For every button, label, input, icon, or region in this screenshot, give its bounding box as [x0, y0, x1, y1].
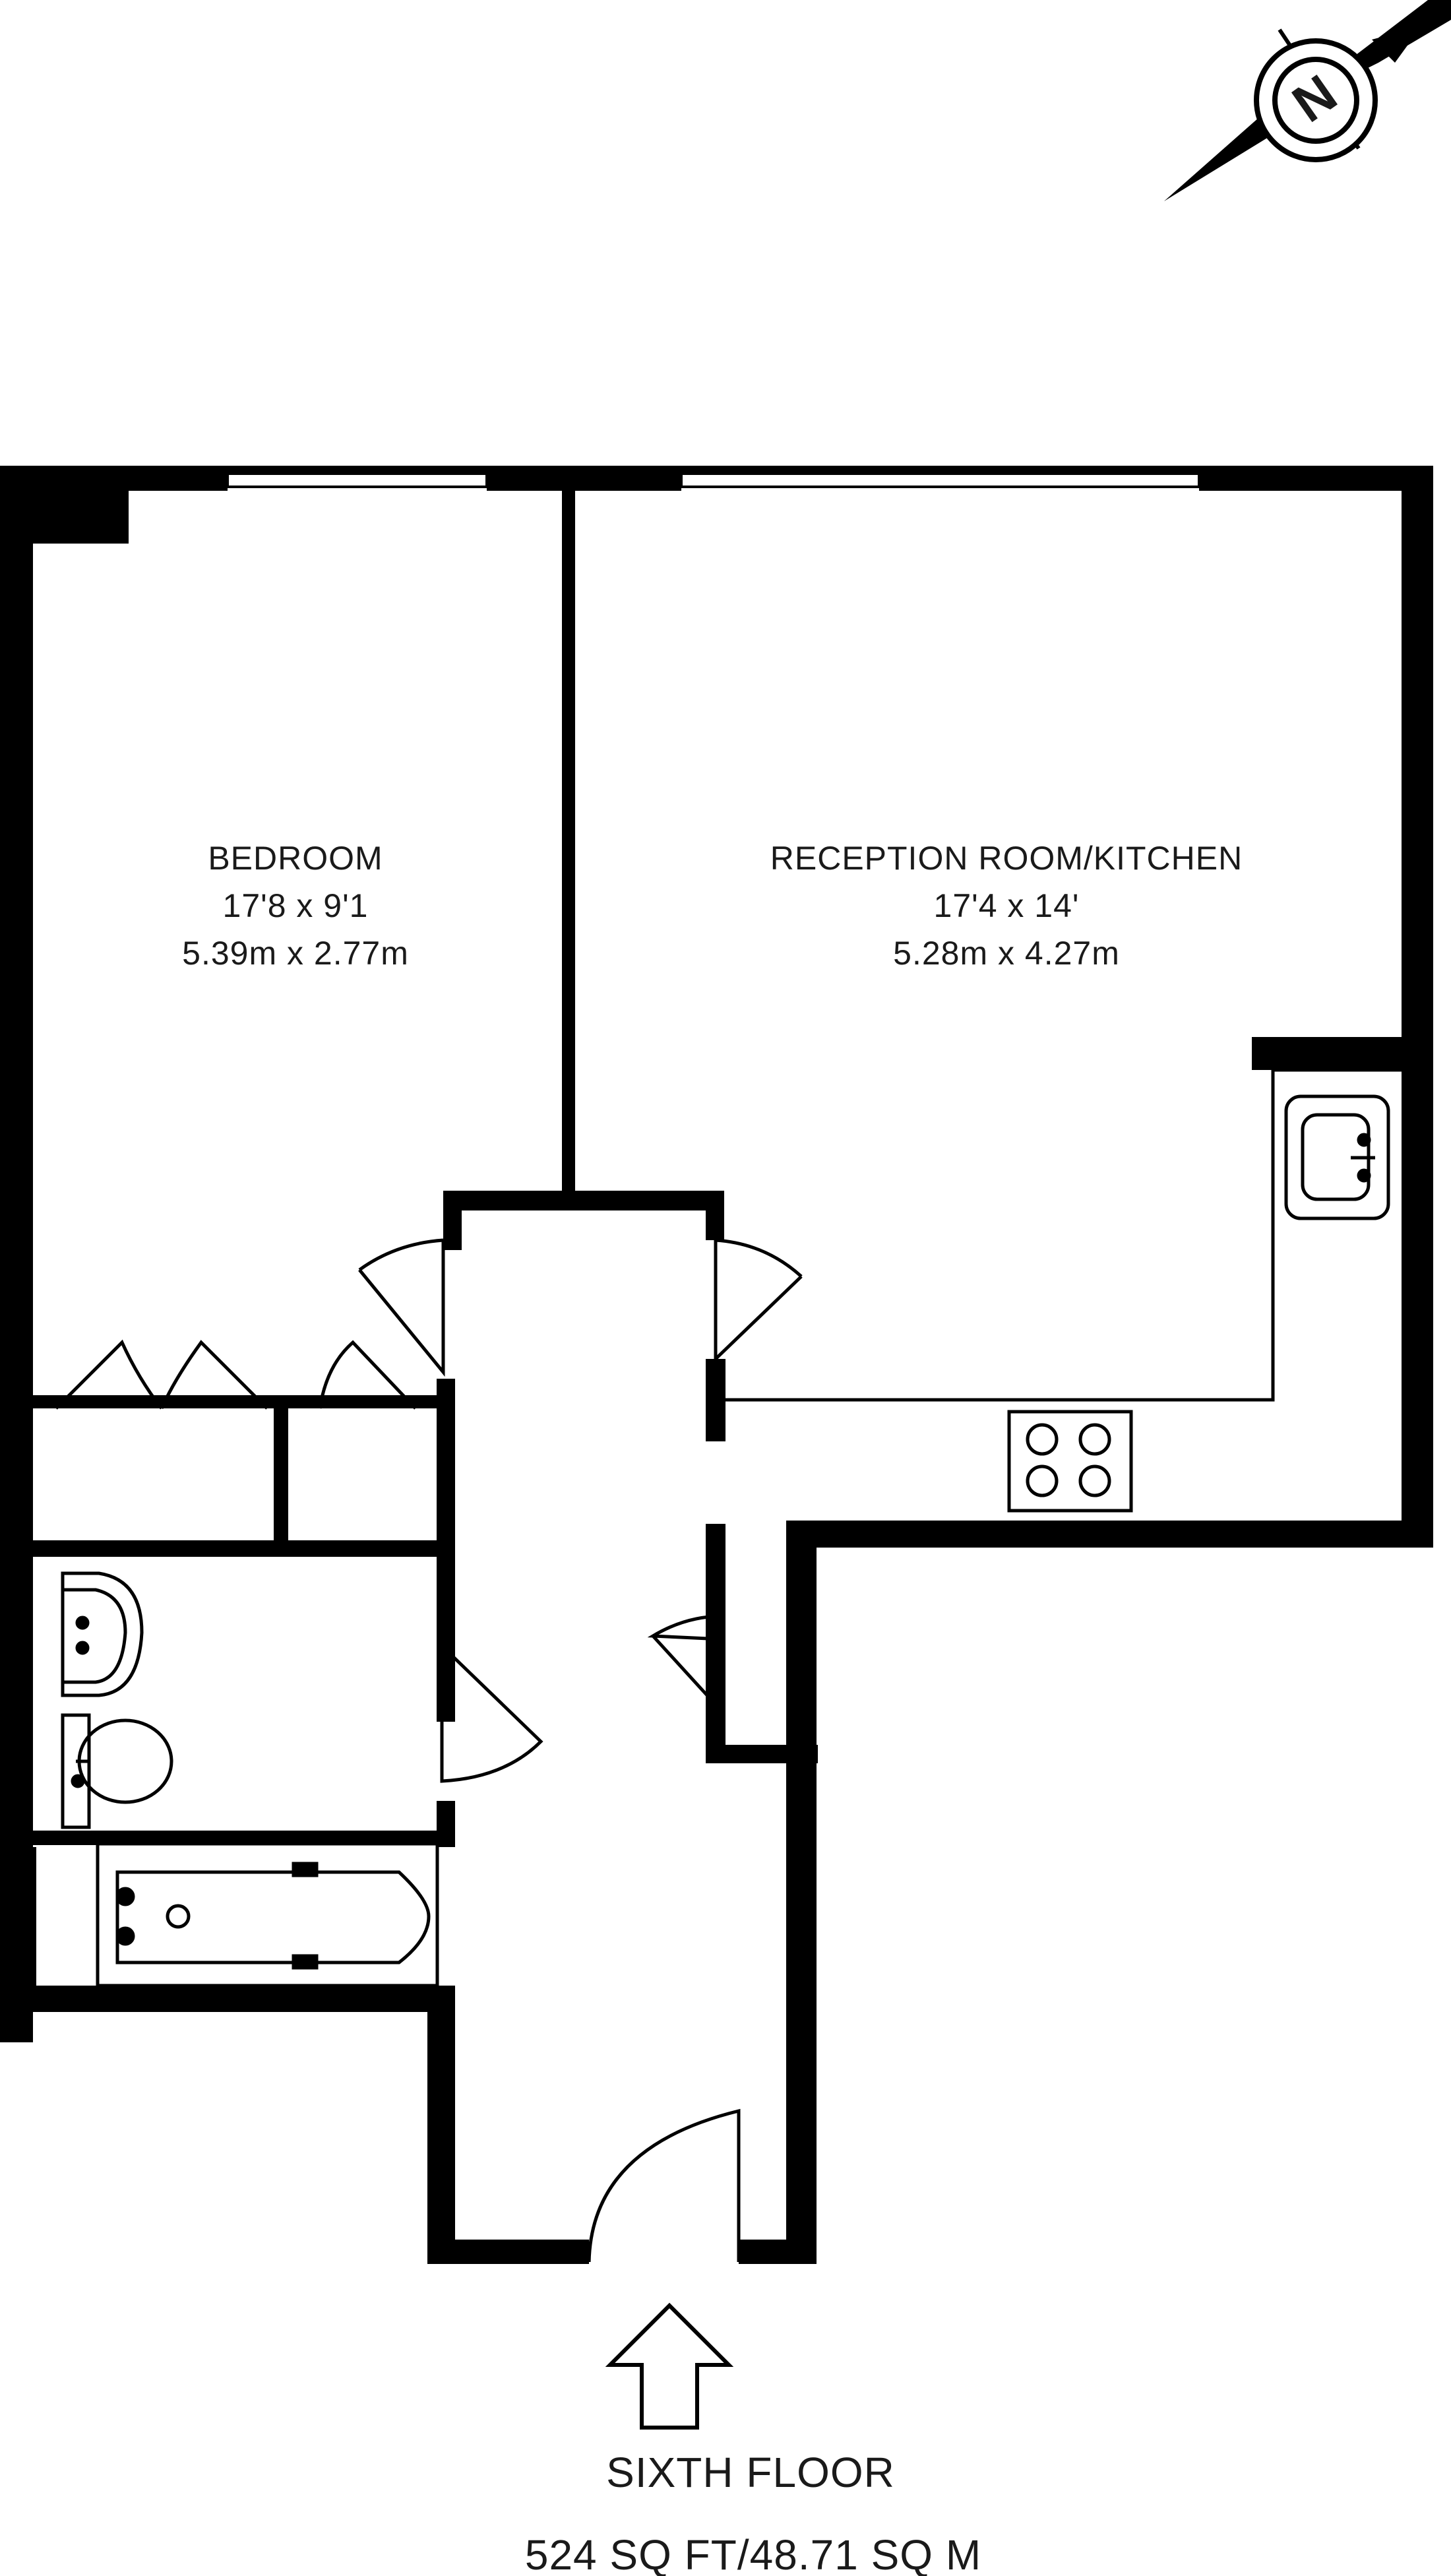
bath-icon — [96, 1842, 439, 1988]
reception-name: RECEPTION ROOM/KITCHEN — [770, 840, 1243, 877]
kitchen-sink-icon — [1284, 1094, 1390, 1220]
toilet-icon — [61, 1713, 173, 1829]
kitchen-counter — [724, 1068, 1402, 1402]
floor-label: SIXTH FLOOR — [606, 2449, 895, 2496]
north-compass-icon: N — [1164, 0, 1451, 201]
walls — [0, 466, 1433, 2264]
basin-icon — [61, 1571, 144, 1697]
reception-metric: 5.28m x 4.27m — [893, 935, 1120, 972]
reception-label: RECEPTION ROOM/KITCHEN 17'4 x 14' 5.28m … — [770, 840, 1243, 972]
hob-icon — [1007, 1410, 1133, 1513]
entrance-arrow-icon — [605, 2302, 734, 2430]
area-label: 524 SQ FT/48.71 SQ M — [525, 2531, 981, 2576]
bedroom-label: BEDROOM 17'8 x 9'1 5.39m x 2.77m — [182, 840, 409, 972]
windows — [226, 472, 1200, 488]
bedroom-metric: 5.39m x 2.77m — [182, 935, 409, 972]
bedroom-name: BEDROOM — [208, 840, 383, 877]
bedroom-imperial: 17'8 x 9'1 — [223, 887, 369, 924]
doors — [55, 1238, 803, 2266]
reception-imperial: 17'4 x 14' — [934, 887, 1080, 924]
